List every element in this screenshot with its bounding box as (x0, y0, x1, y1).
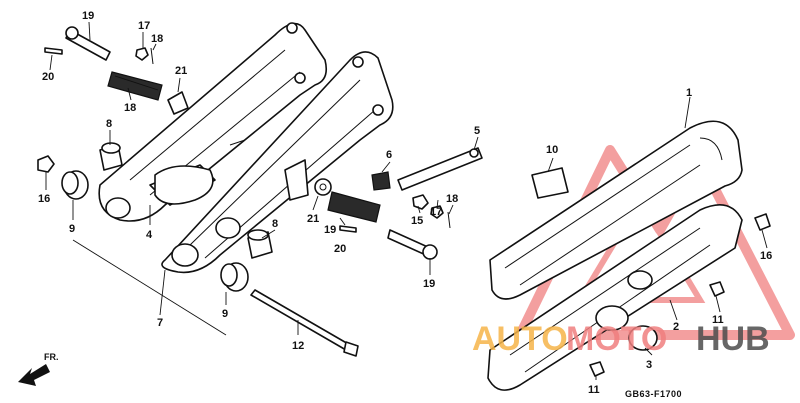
callout-1: 1 (686, 87, 692, 99)
washer-lower (314, 178, 332, 196)
callout-17-lower: 18 (446, 193, 458, 205)
watermark-part3: HUB (696, 320, 770, 358)
pin-17-lower (447, 211, 451, 229)
step-rubber-upper (107, 71, 163, 101)
swing-arm-assembly (98, 22, 394, 274)
step-rubber-lower (327, 191, 381, 223)
bolt-20-upper (44, 47, 63, 55)
leader-lines (45, 21, 768, 380)
callout-8-lower: 8 (272, 218, 278, 230)
chain-case-upper (489, 120, 743, 300)
callout-21-lower: 21 (307, 213, 319, 225)
step-holder-arm (397, 147, 483, 191)
callout-17-upper: 18 (151, 33, 163, 45)
callout-7: 7 (157, 317, 163, 329)
nut-14 (37, 155, 55, 173)
nut-13 (412, 194, 429, 210)
callout-21-upper: 21 (175, 65, 187, 77)
callout-6: 6 (386, 149, 392, 161)
bolt-11-bottom (589, 361, 605, 377)
callout-3: 3 (646, 359, 652, 371)
callout-12: 12 (292, 340, 304, 352)
cap (628, 325, 658, 351)
callout-19-upper: 19 (82, 10, 94, 22)
watermark-part2: MOTO (566, 320, 667, 358)
nut-16-upper (135, 47, 149, 61)
watermark-text: AUTO MOTO HUB (472, 320, 770, 358)
callout-2: 2 (673, 321, 679, 333)
callout-8-upper: 8 (106, 118, 112, 130)
bushing-lower (247, 229, 273, 259)
callout-4: 4 (146, 229, 153, 241)
callout-20-lower: 20 (334, 243, 346, 255)
callout-11-bottom: 11 (588, 384, 600, 396)
pin-17-upper (150, 47, 154, 65)
step-bar-upper (65, 26, 111, 61)
front-direction-arrow: FR. (18, 352, 59, 386)
callout-11-right: 11 (712, 314, 724, 326)
callout-10: 10 (546, 144, 558, 156)
bushing-upper (99, 142, 123, 171)
figure-code: GB63-F1700 (625, 389, 682, 399)
callout-14: 16 (38, 193, 50, 205)
callout-13: 15 (411, 215, 423, 227)
callout-20-upper: 20 (42, 71, 54, 83)
pivot-bolt (250, 289, 359, 357)
callout-18-upper: 18 (124, 102, 136, 114)
washer-upper (167, 91, 189, 115)
callout-5: 5 (474, 125, 480, 137)
watermark-part1: AUTO (472, 320, 568, 358)
bearing-upper (61, 170, 89, 200)
direction-label: FR. (44, 352, 59, 362)
callout-15: 16 (760, 250, 772, 262)
callout-16-upper: 17 (138, 20, 150, 32)
callout-9-upper: 9 (69, 223, 75, 235)
callout-16-lower: 17 (430, 206, 442, 218)
bolt-15 (754, 213, 771, 231)
step-bar-lower (387, 229, 438, 260)
bolt-11-right (709, 281, 725, 297)
callout-9-lower: 9 (222, 308, 228, 320)
bearing-lower (220, 262, 249, 292)
bolt-20-lower (339, 225, 357, 233)
emblem (531, 167, 569, 199)
callout-19-lower: 19 (423, 278, 435, 290)
chain-case-lower (487, 204, 743, 391)
nut-16-lower (430, 205, 444, 219)
callouts: 19 17 18 20 21 18 8 16 9 4 7 8 9 12 21 6… (38, 10, 772, 396)
callout-18-lower: 19 (324, 224, 336, 236)
spring (371, 171, 391, 191)
